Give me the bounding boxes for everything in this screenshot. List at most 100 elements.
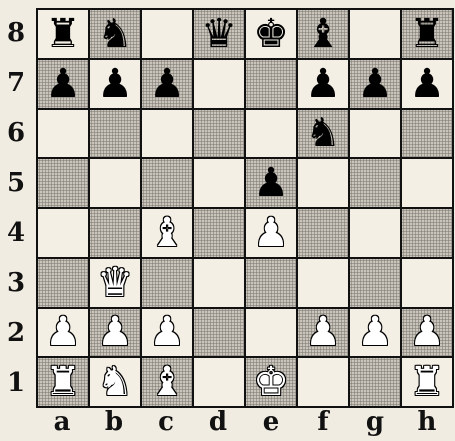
square-b8[interactable]: ♞ xyxy=(90,10,142,60)
white-pawn-icon[interactable]: ♟ xyxy=(357,312,393,352)
square-h2[interactable]: ♟ xyxy=(402,309,454,359)
black-rook-icon[interactable]: ♜ xyxy=(409,14,445,54)
square-f6[interactable]: ♞ xyxy=(298,110,350,160)
white-pawn-icon[interactable]: ♟ xyxy=(409,312,445,352)
black-pawn-icon[interactable]: ♟ xyxy=(357,64,393,104)
square-e4[interactable]: ♟ xyxy=(246,209,298,259)
square-h8[interactable]: ♜ xyxy=(402,10,454,60)
square-e5[interactable]: ♟ xyxy=(246,159,298,209)
square-g6[interactable] xyxy=(350,110,402,160)
square-g1[interactable] xyxy=(350,358,402,408)
square-a1[interactable]: ♜ xyxy=(38,358,90,408)
square-c6[interactable] xyxy=(142,110,194,160)
white-pawn-icon[interactable]: ♟ xyxy=(253,213,289,253)
square-h6[interactable] xyxy=(402,110,454,160)
rank-label-7: 7 xyxy=(4,58,28,108)
black-pawn-icon[interactable]: ♟ xyxy=(409,64,445,104)
square-b6[interactable] xyxy=(90,110,142,160)
black-bishop-icon[interactable]: ♝ xyxy=(305,14,341,54)
square-b4[interactable] xyxy=(90,209,142,259)
square-f7[interactable]: ♟ xyxy=(298,60,350,110)
square-h1[interactable]: ♜ xyxy=(402,358,454,408)
black-king-icon[interactable]: ♚ xyxy=(253,14,289,54)
black-pawn-icon[interactable]: ♟ xyxy=(45,64,81,104)
square-d1[interactable] xyxy=(194,358,246,408)
white-rook-icon[interactable]: ♜ xyxy=(409,362,445,402)
square-h5[interactable] xyxy=(402,159,454,209)
black-queen-icon[interactable]: ♛ xyxy=(201,14,237,54)
square-b1[interactable]: ♞ xyxy=(90,358,142,408)
black-knight-icon[interactable]: ♞ xyxy=(305,113,341,153)
square-h4[interactable] xyxy=(402,209,454,259)
square-f2[interactable]: ♟ xyxy=(298,309,350,359)
square-f8[interactable]: ♝ xyxy=(298,10,350,60)
square-b5[interactable] xyxy=(90,159,142,209)
black-pawn-icon[interactable]: ♟ xyxy=(305,64,341,104)
white-queen-icon[interactable]: ♛ xyxy=(97,263,133,303)
white-rook-icon[interactable]: ♜ xyxy=(45,362,81,402)
white-bishop-icon[interactable]: ♝ xyxy=(149,213,185,253)
square-g3[interactable] xyxy=(350,259,402,309)
square-d4[interactable] xyxy=(194,209,246,259)
square-c7[interactable]: ♟ xyxy=(142,60,194,110)
square-g2[interactable]: ♟ xyxy=(350,309,402,359)
square-h3[interactable] xyxy=(402,259,454,309)
square-f3[interactable] xyxy=(298,259,350,309)
square-c8[interactable] xyxy=(142,10,194,60)
square-c2[interactable]: ♟ xyxy=(142,309,194,359)
white-king-icon[interactable]: ♚ xyxy=(253,362,289,402)
square-c1[interactable]: ♝ xyxy=(142,358,194,408)
square-a8[interactable]: ♜ xyxy=(38,10,90,60)
square-a7[interactable]: ♟ xyxy=(38,60,90,110)
square-f1[interactable] xyxy=(298,358,350,408)
rank-label-1: 1 xyxy=(4,358,28,408)
square-g8[interactable] xyxy=(350,10,402,60)
square-e8[interactable]: ♚ xyxy=(246,10,298,60)
square-g5[interactable] xyxy=(350,159,402,209)
square-h7[interactable]: ♟ xyxy=(402,60,454,110)
square-d7[interactable] xyxy=(194,60,246,110)
chess-board: ♜ ♞ ♛ ♚ ♝ ♜ ♟ ♟ ♟ ♟ ♟ ♟ ♞ ♟ ♝ ♟ ♛ ♟ ♟ ♟ ♟ ♟ ♟ ♜ ♞ ♝ ♚ ♜ xyxy=(36,8,454,408)
square-g7[interactable]: ♟ xyxy=(350,60,402,110)
square-f5[interactable] xyxy=(298,159,350,209)
square-d3[interactable] xyxy=(194,259,246,309)
rank-label-4: 4 xyxy=(4,208,28,258)
square-a2[interactable]: ♟ xyxy=(38,309,90,359)
square-d8[interactable]: ♛ xyxy=(194,10,246,60)
white-knight-icon[interactable]: ♞ xyxy=(97,362,133,402)
square-e2[interactable] xyxy=(246,309,298,359)
square-e6[interactable] xyxy=(246,110,298,160)
rank-label-8: 8 xyxy=(4,8,28,58)
square-b7[interactable]: ♟ xyxy=(90,60,142,110)
square-c5[interactable] xyxy=(142,159,194,209)
square-a4[interactable] xyxy=(38,209,90,259)
square-c3[interactable] xyxy=(142,259,194,309)
black-pawn-icon[interactable]: ♟ xyxy=(97,64,133,104)
black-rook-icon[interactable]: ♜ xyxy=(45,14,81,54)
black-pawn-icon[interactable]: ♟ xyxy=(149,64,185,104)
square-a3[interactable] xyxy=(38,259,90,309)
square-e7[interactable] xyxy=(246,60,298,110)
white-pawn-icon[interactable]: ♟ xyxy=(45,312,81,352)
square-e1[interactable]: ♚ xyxy=(246,358,298,408)
black-pawn-icon[interactable]: ♟ xyxy=(253,163,289,203)
white-pawn-icon[interactable]: ♟ xyxy=(305,312,341,352)
square-d5[interactable] xyxy=(194,159,246,209)
square-d6[interactable] xyxy=(194,110,246,160)
square-e3[interactable] xyxy=(246,259,298,309)
square-a5[interactable] xyxy=(38,159,90,209)
file-label-f: f xyxy=(297,406,349,438)
black-knight-icon[interactable]: ♞ xyxy=(97,14,133,54)
file-label-h: h xyxy=(401,406,453,438)
square-b2[interactable]: ♟ xyxy=(90,309,142,359)
square-a6[interactable] xyxy=(38,110,90,160)
square-f4[interactable] xyxy=(298,209,350,259)
white-pawn-icon[interactable]: ♟ xyxy=(97,312,133,352)
white-bishop-icon[interactable]: ♝ xyxy=(149,362,185,402)
square-c4[interactable]: ♝ xyxy=(142,209,194,259)
square-g4[interactable] xyxy=(350,209,402,259)
square-d2[interactable] xyxy=(194,309,246,359)
square-b3[interactable]: ♛ xyxy=(90,259,142,309)
white-pawn-icon[interactable]: ♟ xyxy=(149,312,185,352)
rank-label-2: 2 xyxy=(4,308,28,358)
